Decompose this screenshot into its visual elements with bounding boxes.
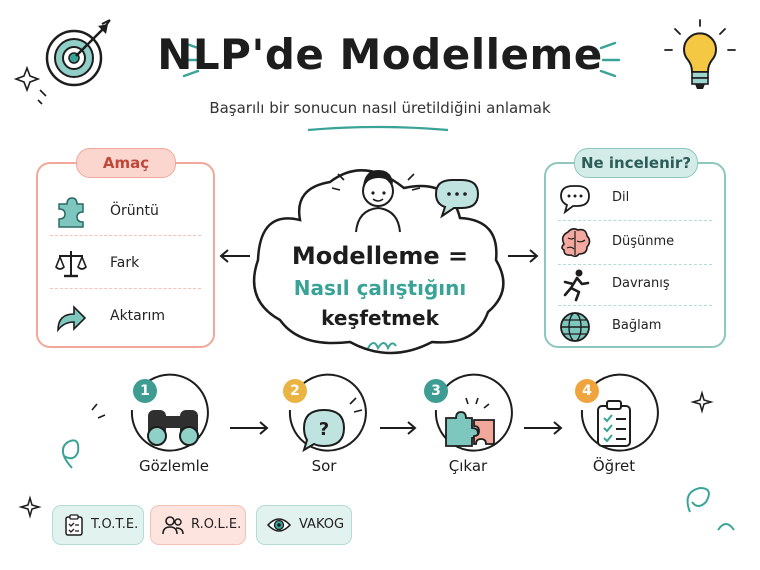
speech-bubble-icon — [560, 185, 590, 215]
swirl-doodle — [717, 523, 735, 531]
divider — [50, 288, 201, 289]
arrow-left — [219, 249, 250, 263]
puzzle-icon — [58, 197, 84, 228]
swirl-doodle — [686, 486, 710, 513]
title-accent-right — [599, 41, 621, 78]
binoculars-icon — [147, 410, 199, 446]
people-icon — [162, 516, 184, 535]
curved-arrow-icon — [57, 305, 87, 333]
swirl-doodle — [367, 342, 397, 351]
examined-item-label: Dil — [612, 190, 630, 205]
step-number-4: 4 — [575, 379, 599, 403]
arrow-right — [508, 249, 539, 263]
examined-item-label: Davranış — [612, 276, 670, 291]
center-heading: Modelleme = — [291, 242, 469, 270]
title-accent-left — [178, 41, 200, 78]
badge-label: VAKOG — [299, 517, 345, 532]
examined-item-behavior: Davranış — [546, 264, 724, 304]
step-label-ask: Sor — [311, 457, 337, 475]
examined-item-context: Bağlam — [546, 306, 724, 346]
divider — [558, 264, 712, 265]
puzzle-pieces-icon — [445, 397, 495, 447]
subtitle-underline — [307, 125, 449, 132]
step-number-3: 3 — [424, 379, 448, 403]
sparkle-icon — [18, 495, 42, 519]
sparkle-icon — [690, 390, 714, 414]
goal-item-label: Fark — [110, 255, 140, 271]
step-number-2: 2 — [283, 379, 307, 403]
step-label-teach: Öğret — [592, 457, 636, 475]
examined-panel: Ne incelenir? Dil Düşünme Davranış Bağla… — [544, 148, 726, 348]
goal-item-label: Aktarım — [110, 308, 166, 324]
examined-item-label: Düşünme — [612, 234, 675, 249]
checklist-icon — [597, 400, 631, 447]
target-icon — [45, 19, 111, 87]
lightbulb-icon — [664, 19, 736, 89]
page-subtitle: Başarılı bir sonucun nasıl üretildiğini … — [209, 99, 551, 117]
question-bubble-icon: ? — [302, 397, 363, 453]
examined-item-label: Bağlam — [612, 318, 662, 333]
doodle-lines — [37, 89, 47, 105]
sparkle-icon — [13, 65, 41, 93]
badge-label: R.O.L.E. — [191, 517, 242, 532]
badge-label: T.O.T.E. — [91, 517, 139, 532]
goal-item-label: Örüntü — [110, 203, 159, 219]
swirl-doodle — [61, 439, 80, 469]
step-number-1: 1 — [133, 379, 157, 403]
goal-panel-title: Amaç — [76, 148, 176, 178]
goal-item-transfer: Aktarım — [38, 291, 213, 341]
divider — [558, 305, 712, 306]
step-circle-4 — [580, 373, 659, 452]
person-icon — [331, 170, 421, 233]
goal-item-difference: Fark — [38, 238, 213, 288]
center-highlight: Nasıl çalıştığını — [293, 276, 467, 300]
eye-icon — [266, 518, 292, 532]
examined-item-language: Dil — [546, 178, 724, 218]
doodle-lines — [91, 403, 106, 419]
page-title: NLP'de Modelleme — [157, 30, 603, 79]
scale-icon — [55, 251, 87, 278]
badge-role: R.O.L.E. — [150, 505, 246, 545]
step-circle-2 — [288, 373, 367, 452]
brain-icon — [561, 228, 591, 258]
goal-item-pattern: Örüntü — [38, 186, 213, 236]
running-person-icon — [563, 269, 590, 302]
step-circle-1 — [130, 373, 209, 452]
step-arrow — [524, 421, 563, 435]
center-text: keşfetmek — [321, 306, 439, 330]
divider — [558, 220, 712, 221]
examined-item-thinking: Düşünme — [546, 222, 724, 262]
globe-icon — [560, 312, 590, 342]
divider — [50, 235, 201, 236]
checklist-icon — [65, 514, 83, 536]
step-label-observe: Gözlemle — [138, 457, 210, 475]
examined-panel-title: Ne incelenir? — [574, 148, 698, 178]
step-arrow — [380, 421, 417, 435]
svg-text:?: ? — [319, 419, 329, 440]
badge-tote: T.O.T.E. — [52, 505, 144, 545]
badge-vakog: VAKOG — [256, 505, 352, 545]
step-label-extract: Çıkar — [448, 457, 488, 475]
speech-bubble-icon — [434, 179, 480, 219]
step-arrow — [230, 421, 269, 435]
goal-panel: Amaç Örüntü Fark Aktarım — [36, 148, 215, 348]
